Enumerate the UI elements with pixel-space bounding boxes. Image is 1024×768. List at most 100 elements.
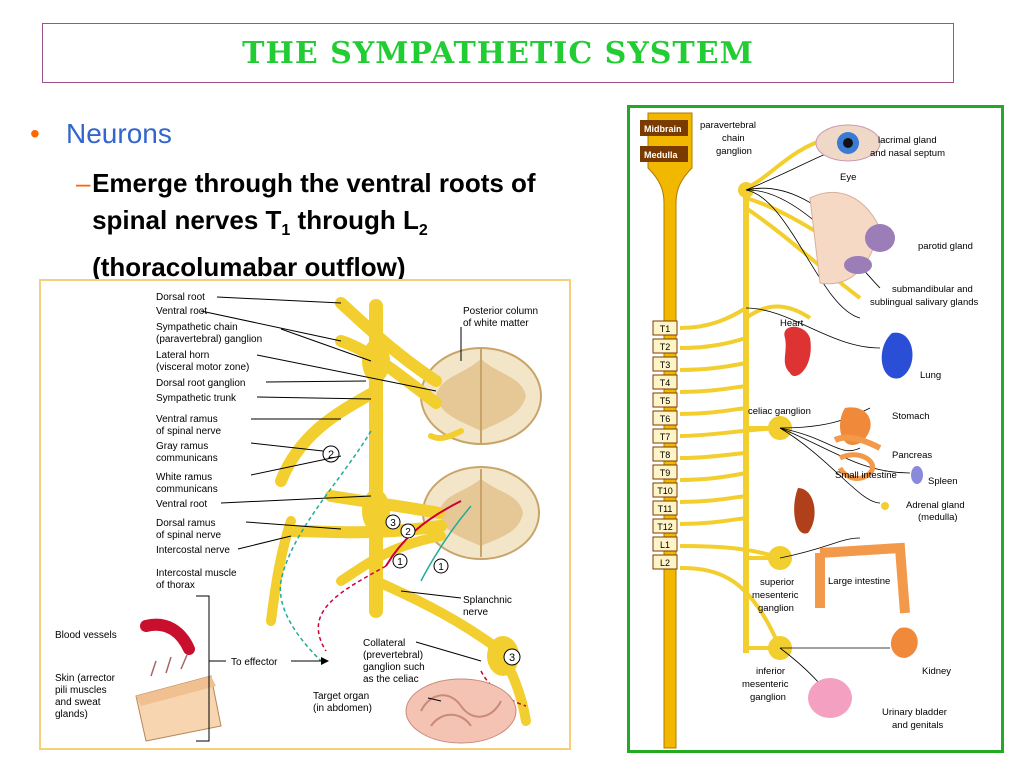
segment-box-T7	[652, 428, 678, 444]
svg-text:Spleen: Spleen	[928, 476, 958, 487]
segment-box-T4	[652, 374, 678, 390]
sub-bullet-marker: –	[76, 168, 91, 198]
svg-text:Dorsal root ganglion: Dorsal root ganglion	[156, 378, 246, 389]
segment-label-T9: T9	[660, 468, 671, 478]
svg-text:1: 1	[397, 557, 403, 568]
svg-text:(medulla): (medulla)	[918, 512, 958, 523]
title-box: THE SYMPATHETIC SYSTEM	[42, 23, 954, 83]
bullet-marker: •	[30, 118, 40, 149]
svg-text:celiac ganglion: celiac ganglion	[748, 406, 811, 417]
svg-text:Gray ramus: Gray ramus	[156, 441, 208, 452]
step-markers: 2 3 2 1 1 3	[322, 445, 521, 666]
segment-box-L2	[652, 554, 678, 570]
svg-text:submandibular and: submandibular and	[892, 284, 973, 295]
svg-text:Midbrain: Midbrain	[644, 124, 682, 134]
segment-label-T5: T5	[660, 396, 671, 406]
target-organ-illustration	[405, 678, 517, 744]
svg-text:Intercostal muscle: Intercostal muscle	[156, 568, 237, 579]
midbrain-box	[640, 120, 688, 136]
blood-vessel-icon	[140, 618, 195, 655]
segment-label-T3: T3	[660, 360, 671, 370]
segment-box-T1	[652, 320, 678, 336]
spleen-icon	[911, 466, 923, 484]
segment-box-T12	[652, 518, 678, 534]
svg-text:of spinal nerve: of spinal nerve	[156, 426, 221, 437]
small-intestine-icon	[837, 452, 875, 481]
svg-text:ganglion: ganglion	[758, 603, 794, 614]
svg-text:nerve: nerve	[463, 607, 488, 618]
svg-text:2: 2	[405, 527, 411, 538]
svg-text:ganglion such: ganglion such	[363, 662, 425, 673]
svg-text:pili muscles: pili muscles	[55, 685, 107, 696]
svg-text:communicans: communicans	[156, 453, 218, 464]
segment-box-T6	[652, 410, 678, 426]
svg-text:of thorax: of thorax	[156, 580, 195, 591]
svg-text:and genitals: and genitals	[892, 720, 943, 731]
svg-text:Target organ: Target organ	[313, 691, 369, 702]
segment-label-T10: T10	[657, 486, 673, 496]
segment-box-T3	[652, 356, 678, 372]
svg-text:Small intestine: Small intestine	[835, 470, 897, 481]
segment-box-T8	[652, 446, 678, 462]
left-labels: Dorsal root Ventral root Sympathetic cha…	[55, 292, 538, 720]
svg-text:2: 2	[328, 449, 334, 461]
svg-text:Lung: Lung	[920, 370, 941, 381]
parotid-icon	[865, 224, 895, 252]
right-labels: paravertebral chain ganglion lacrimal gl…	[700, 120, 979, 731]
segment-box-T5	[652, 392, 678, 408]
svg-text:Sympathetic chain: Sympathetic chain	[156, 322, 238, 333]
svg-text:Urinary bladder: Urinary bladder	[882, 707, 947, 718]
svg-text:Ventral ramus: Ventral ramus	[156, 414, 218, 425]
svg-text:chain: chain	[722, 133, 745, 144]
svg-text:Skin (arrector: Skin (arrector	[55, 673, 116, 684]
segment-box-L1	[652, 536, 678, 552]
svg-text:Stomach: Stomach	[892, 411, 930, 422]
kidney-icon	[890, 627, 918, 658]
bladder-icon	[808, 678, 852, 718]
svg-text:Posterior column: Posterior column	[463, 306, 538, 317]
svg-text:(paravertebral) ganglion: (paravertebral) ganglion	[156, 334, 262, 345]
svg-text:3: 3	[509, 652, 515, 664]
svg-text:(visceral motor zone): (visceral motor zone)	[156, 362, 249, 373]
svg-text:Splanchnic: Splanchnic	[463, 595, 512, 606]
svg-text:inferior: inferior	[756, 666, 785, 677]
lung-icon	[881, 332, 913, 379]
pancreas-icon	[833, 434, 882, 451]
svg-text:of white matter: of white matter	[463, 318, 529, 329]
svg-text:ganglion: ganglion	[750, 692, 786, 703]
svg-text:communicans: communicans	[156, 484, 218, 495]
svg-text:To effector: To effector	[231, 657, 278, 668]
spinal-cord-upper	[420, 347, 542, 445]
sub-bullet: – Emerge through the ventral roots of sp…	[76, 165, 616, 286]
segment-box-T9	[652, 464, 678, 480]
svg-text:Dorsal ramus: Dorsal ramus	[156, 518, 215, 529]
svg-text:Eye: Eye	[840, 172, 856, 183]
segment-label-T6: T6	[660, 414, 671, 424]
svg-text:Sympathetic trunk: Sympathetic trunk	[156, 393, 237, 404]
large-intestine-icon	[815, 542, 910, 614]
svg-text:and sweat: and sweat	[55, 697, 101, 708]
svg-text:Kidney: Kidney	[922, 666, 951, 677]
heart-icon	[784, 326, 811, 377]
sub-bullet-text: Emerge through the ventral roots of spin…	[92, 168, 536, 283]
segment-label-T12: T12	[657, 522, 673, 532]
svg-text:Heart: Heart	[780, 318, 804, 329]
segment-label-T11: T11	[658, 504, 673, 514]
spinal-cord-lower	[422, 466, 540, 560]
svg-text:White ramus: White ramus	[156, 472, 212, 483]
svg-text:ganglion: ganglion	[716, 146, 752, 157]
label-dorsal-root: Dorsal root	[156, 292, 205, 303]
svg-text:(in abdomen): (in abdomen)	[313, 703, 372, 714]
segment-label-L1: L1	[660, 540, 670, 550]
svg-text:1: 1	[438, 562, 444, 573]
svg-text:Blood vessels: Blood vessels	[55, 630, 117, 641]
leader-lines	[200, 296, 482, 702]
adrenal-icon	[881, 502, 889, 510]
svg-text:Lateral horn: Lateral horn	[156, 350, 209, 361]
svg-text:Large intestine: Large intestine	[828, 576, 890, 587]
spinal-cord-svg: 2 3 2 1 1 3	[55, 292, 542, 744]
svg-text:glands): glands)	[55, 709, 88, 720]
svg-text:superior: superior	[760, 577, 794, 588]
